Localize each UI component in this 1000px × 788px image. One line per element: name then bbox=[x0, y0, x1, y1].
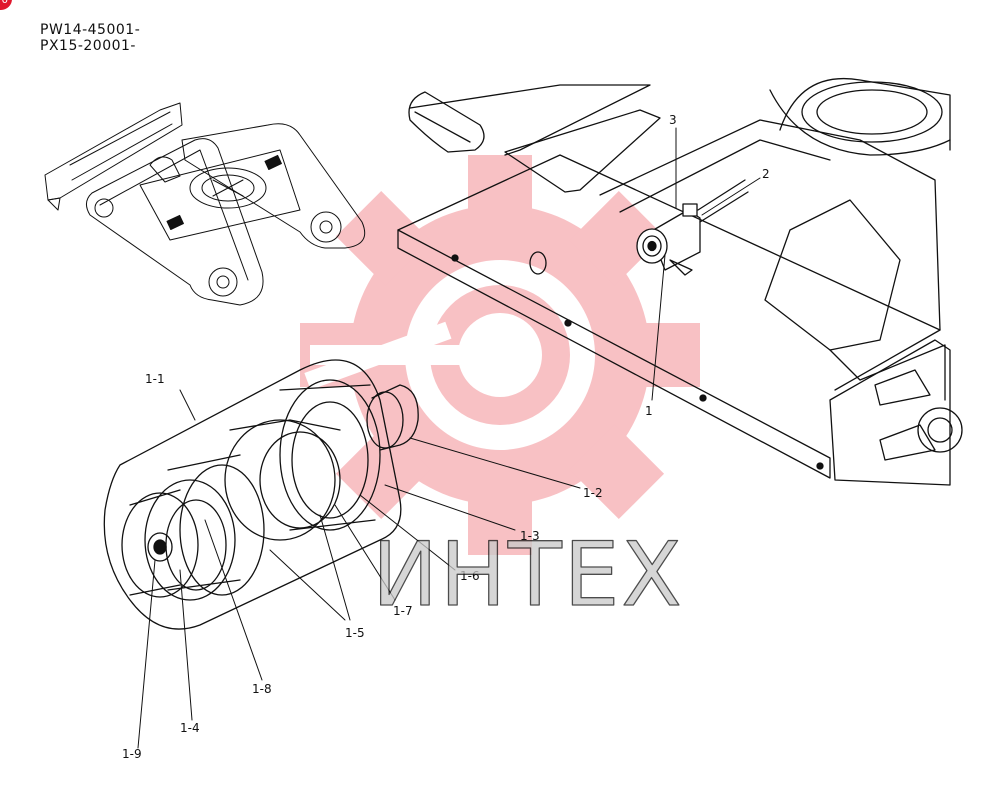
track-frame-illustration bbox=[397, 78, 963, 486]
serial-range-2: PX15-20001- bbox=[40, 38, 136, 54]
serial-range-1: PW14-45001- bbox=[40, 22, 141, 38]
callout-1-4: 1-4 bbox=[180, 721, 200, 735]
callout-1-1: 1-1 bbox=[145, 372, 165, 386]
callout-1-3: 1-3 bbox=[520, 529, 540, 543]
callout-1-9: 1-9 bbox=[122, 747, 142, 761]
machine-overview-illustration bbox=[44, 102, 366, 306]
callout-1-2: 1-2 bbox=[583, 486, 603, 500]
corner-badge: 0 bbox=[0, 0, 12, 10]
watermark-text: ИНТЕХ bbox=[372, 523, 684, 626]
watermark-gear-logo bbox=[300, 155, 700, 555]
callout-3: 3 bbox=[669, 113, 677, 127]
leader-lines bbox=[137, 127, 761, 749]
callout-2: 2 bbox=[762, 167, 770, 181]
callout-1-8: 1-8 bbox=[252, 682, 272, 696]
callout-1-6: 1-6 bbox=[460, 569, 480, 583]
callout-1: 1 bbox=[645, 404, 653, 418]
lower-roller-exploded-view bbox=[103, 359, 419, 630]
callout-1-7: 1-7 bbox=[393, 604, 413, 618]
callout-1-5: 1-5 bbox=[345, 626, 365, 640]
callout-labels: 1-1 1-2 1-3 1-6 1-7 1-5 1-8 1-4 1-9 1 2 … bbox=[122, 113, 770, 761]
